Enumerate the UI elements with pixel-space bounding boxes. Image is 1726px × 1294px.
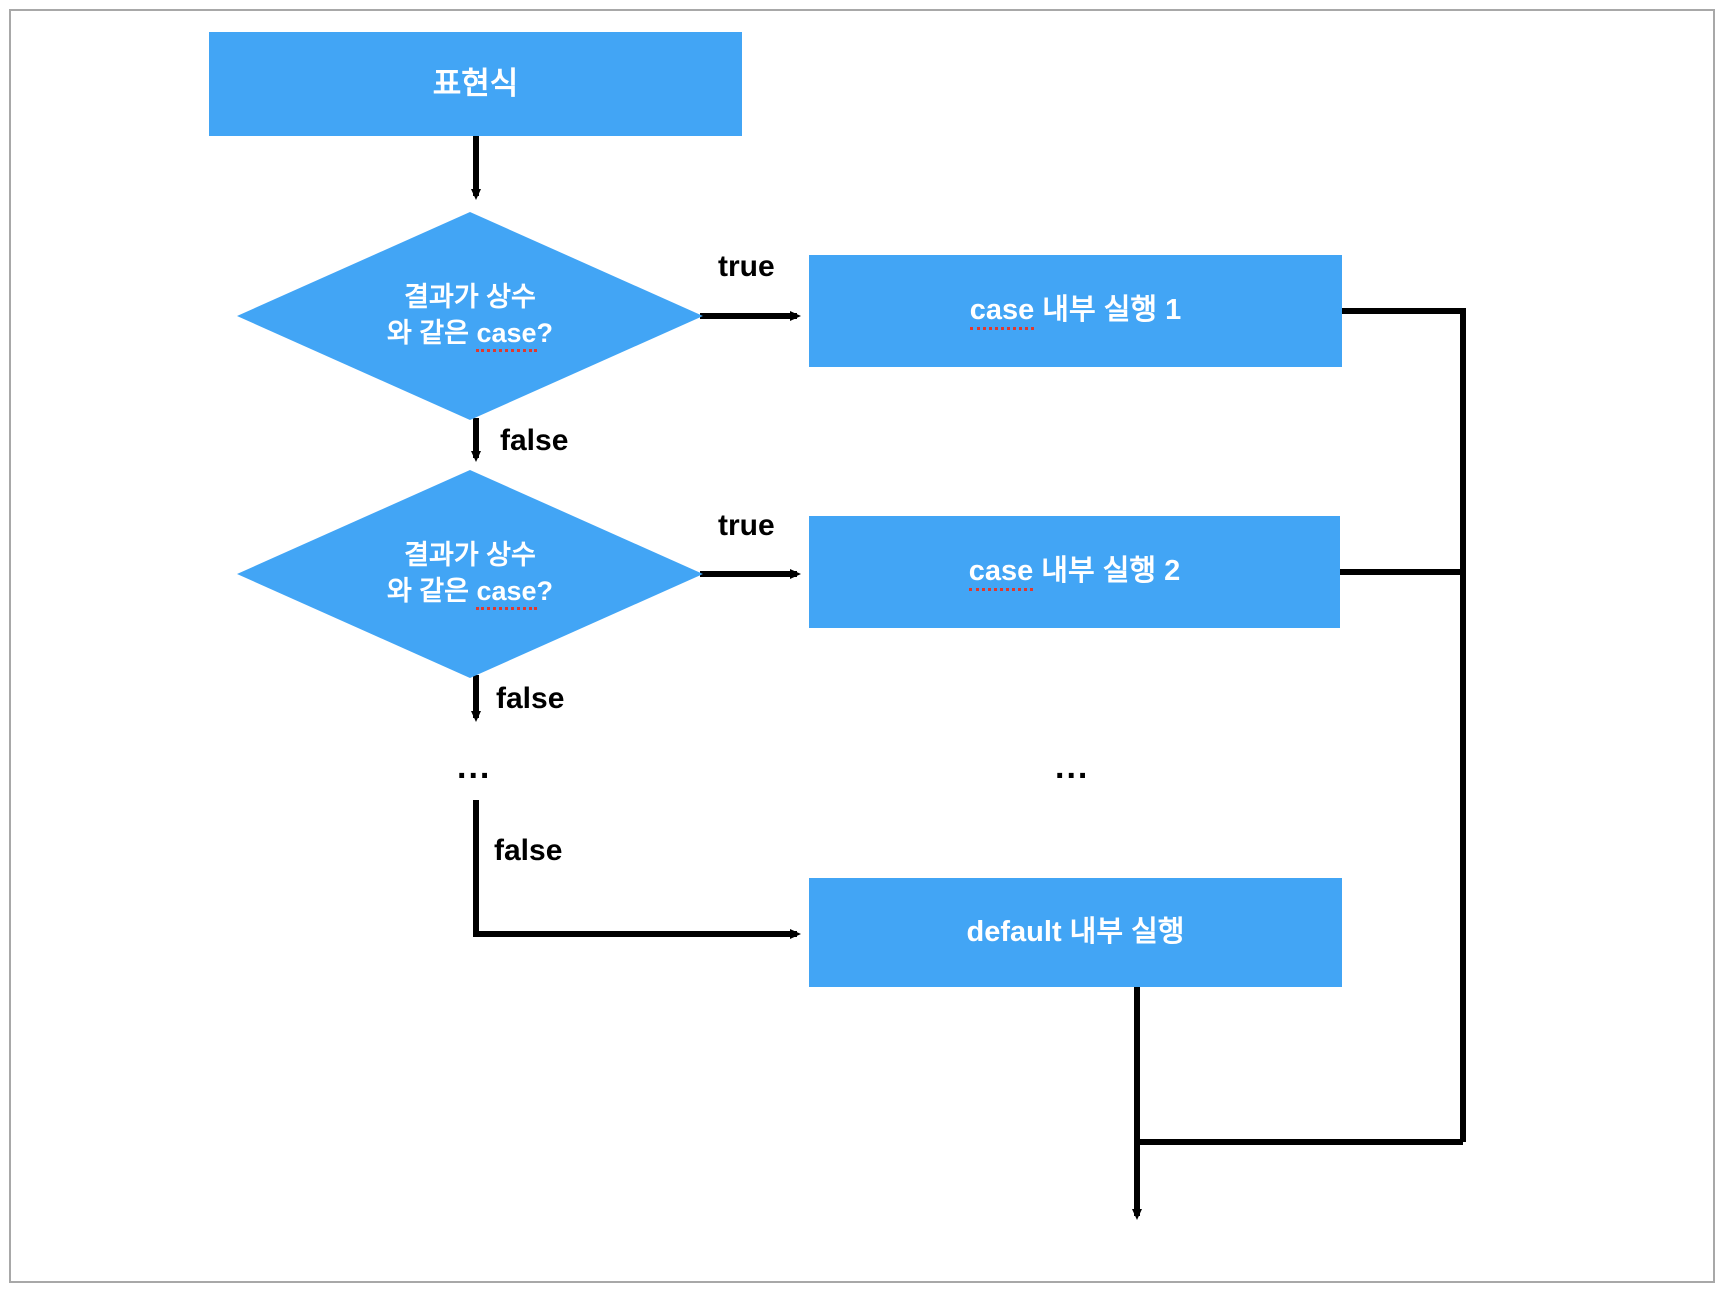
node-decision-1[interactable]: 결과가 상수 와 같은 case? [237,212,703,420]
node-case-body-2[interactable]: case 내부 실행 2 [809,516,1340,628]
node-case-body-1[interactable]: case 내부 실행 1 [809,255,1342,367]
edge-label-false-3: false [494,834,563,867]
node-case-body-2-rest: 내부 실행 2 [1033,555,1181,588]
diamond-shape-1 [237,212,703,420]
node-default-body[interactable]: default 내부 실행 [809,878,1342,987]
edge-label-true-1: true [718,250,775,283]
node-expression-label: 표현식 [432,65,519,101]
node-default-body-label: default 내부 실행 [809,914,1342,952]
edge-label-true-2: true [718,509,775,542]
diamond-shape-2 [237,470,703,678]
node-case-body-1-label: case 내부 실행 1 [809,292,1342,331]
edge-label-false-1: false [500,424,569,457]
ellipsis-left: ... [457,748,492,786]
edge-label-false-2: false [496,682,565,715]
node-case-body-2-keyword: case [968,555,1034,592]
node-decision-2[interactable]: 결과가 상수 와 같은 case? [237,470,703,678]
node-expression[interactable]: 표현식 [209,32,742,136]
node-default-body-rest: 내부 실행 [1061,915,1185,948]
node-case-body-1-rest: 내부 실행 1 [1034,294,1182,327]
node-default-body-keyword: default [966,915,1062,948]
node-case-body-1-keyword: case [969,294,1035,331]
node-case-body-2-label: case 내부 실행 2 [809,553,1340,592]
ellipsis-right: ... [1055,748,1090,786]
